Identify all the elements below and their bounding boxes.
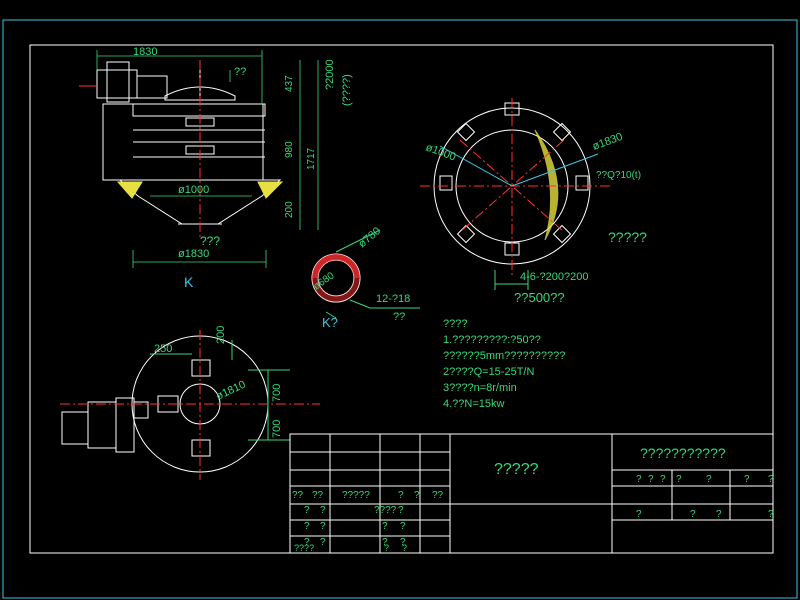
tb-right-r1-4: ? xyxy=(706,474,712,485)
notes-line1: 1.?????????:?50?? xyxy=(443,334,541,346)
detail-label-mark: ?? xyxy=(393,311,405,323)
tb-right-r1-3: ? xyxy=(676,474,682,485)
tb-r1-5: ?? xyxy=(432,490,444,501)
tb-r1-1: ?? xyxy=(312,490,324,501)
front-dim-1717: 1717 xyxy=(306,147,317,170)
outer-border xyxy=(2,19,798,599)
front-hatch-left xyxy=(116,181,143,199)
tb-r4-3: ? xyxy=(400,537,406,548)
notes-line3: 2????Q=15-25T/N xyxy=(443,366,534,378)
notes-line2: ??????5mm?????????? xyxy=(443,350,565,362)
tb-r1-3: ? xyxy=(398,490,404,501)
side-label-q: ??Q?10(t) xyxy=(596,170,641,181)
tb-r5-1: ? xyxy=(384,543,389,553)
tb-r2-3: ? xyxy=(398,505,404,516)
tb-right-r2-0: ? xyxy=(636,509,642,520)
tb-r4-0: ? xyxy=(304,537,310,548)
front-label-outlet: ??? xyxy=(200,234,220,248)
tb-r3-3: ? xyxy=(400,521,406,532)
front-view xyxy=(79,60,284,240)
front-dim-inner: ø1000 xyxy=(178,184,209,196)
front-dim-200: 200 xyxy=(284,201,295,218)
detail-view-mark: K? xyxy=(322,315,338,330)
front-dim-437: 437 xyxy=(284,75,295,92)
plan-dim-700-bottom: 700 xyxy=(271,420,283,438)
side-view xyxy=(420,98,610,290)
tb-r1-0: ?? xyxy=(292,490,304,501)
tb-r1-2: ????? xyxy=(342,490,370,501)
side-label-title: ????? xyxy=(608,229,647,245)
front-motor-2 xyxy=(106,61,130,103)
company-name: ??????????? xyxy=(640,445,726,461)
tb-right-r1-2: ? xyxy=(660,474,666,485)
notes: ???? 1.?????????:?50?? ??????5mm????????… xyxy=(443,318,565,410)
front-labels: 1830 ?? 437 980 1717 200 ?2000 (????) ø1… xyxy=(133,46,353,290)
tb-r5-2: ? xyxy=(402,543,407,553)
side-crescent xyxy=(534,129,559,241)
front-dimensions xyxy=(96,50,319,268)
tb-r1-4: ? xyxy=(414,490,420,501)
plan-dim-200: 200 xyxy=(215,326,227,344)
tb-r5-0: ???? xyxy=(294,543,314,553)
tb-r3-1: ? xyxy=(320,521,326,532)
notes-line5: 4.??N=15kw xyxy=(443,398,505,410)
tb-r2-1: ? xyxy=(320,505,326,516)
drawing-name: ????? xyxy=(494,461,539,478)
tb-right-r2-1: ? xyxy=(690,509,696,520)
tb-right-r1-6: ? xyxy=(768,474,774,485)
front-view-mark: K xyxy=(184,274,194,290)
tb-right-r2-2: ? xyxy=(716,509,722,520)
tb-right-r1-5: ? xyxy=(744,474,750,485)
front-dim-overall-note: (????) xyxy=(341,74,353,106)
front-dim-980: 980 xyxy=(284,141,295,158)
tb-r3-2: ? xyxy=(382,521,388,532)
front-gear xyxy=(136,75,168,99)
front-label-top: ?? xyxy=(234,66,246,78)
tb-right-r2-3: ? xyxy=(768,509,774,520)
tb-right-r1-1: ? xyxy=(648,474,654,485)
tb-r2-0: ? xyxy=(304,505,310,516)
front-dim-outer: ø1830 xyxy=(178,248,209,260)
tb-r4-2: ? xyxy=(382,537,388,548)
front-dome xyxy=(164,86,236,101)
plan-dim-700-top: 700 xyxy=(271,384,283,402)
side-label-holes: 4-6-?200?200 xyxy=(520,271,589,283)
front-dim-width: 1830 xyxy=(133,46,157,58)
detail-k xyxy=(311,229,420,319)
plan-dim-250: 250 xyxy=(154,343,172,355)
notes-line4: 3????n=8r/min xyxy=(443,382,517,394)
tb-r4-1: ? xyxy=(320,537,326,548)
detail-label-thick: 12-?18 xyxy=(376,293,410,305)
title-block-text: ????? ??????????? ?? ?? ????? ? ? ?? ? ?… xyxy=(292,445,774,553)
notes-title: ???? xyxy=(443,318,467,330)
tb-right-r1-0: ? xyxy=(636,474,642,485)
side-label-base: ??500?? xyxy=(514,290,565,305)
plan-view xyxy=(60,330,320,480)
tb-r2-2: ???? xyxy=(374,505,397,516)
front-hatch-right xyxy=(257,181,284,199)
title-block xyxy=(289,433,774,554)
front-dim-overall: ?2000 xyxy=(324,59,336,90)
tb-r3-0: ? xyxy=(304,521,310,532)
